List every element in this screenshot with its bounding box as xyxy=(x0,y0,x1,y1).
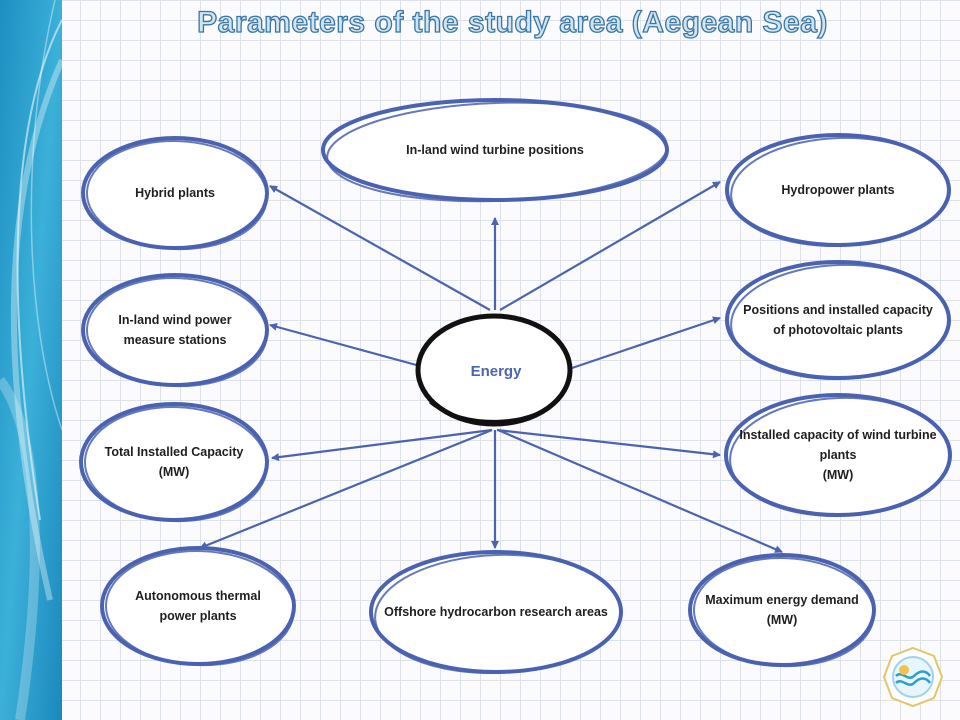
hybrid-plants-ellipse-sketch xyxy=(85,140,268,251)
autonomous-thermal-power-plants-label-line: power plants xyxy=(159,609,237,623)
arrow-to-hydropower-plants xyxy=(499,181,721,311)
hydropower-plants-label-line: Hydropower plants xyxy=(781,183,895,197)
wind-turbine-plants-capacity-ellipse-sketch xyxy=(729,396,952,518)
inland-wind-power-measure-stations-label: In-land wind power measure stations xyxy=(118,310,231,350)
maximum-energy-demand-ellipse-sketch xyxy=(692,557,875,668)
hybrid-plants-label-line: Hybrid plants xyxy=(135,186,215,200)
inland-wind-power-measure-stations-label-line: measure stations xyxy=(123,333,227,347)
autonomous-thermal-power-plants-label-line: Autonomous thermal xyxy=(135,589,261,603)
total-installed-capacity-ellipse-sketch xyxy=(83,406,268,523)
arrow-to-photovoltaic-plants xyxy=(571,316,721,370)
arrow-to-hybrid-plants xyxy=(269,185,491,311)
total-installed-capacity-label-line: (MW) xyxy=(158,465,190,479)
photovoltaic-plants-ellipse-sketch xyxy=(730,263,951,381)
wind-turbine-plants-capacity-label-line: (MW) xyxy=(822,468,854,482)
photovoltaic-plants-label-line: Positions and installed capacity xyxy=(743,303,933,317)
hydropower-plants-label: Hydropower plants xyxy=(781,180,894,200)
inland-wind-power-measure-stations-ellipse-sketch xyxy=(85,277,268,388)
arrow-to-autonomous-thermal-power-plants xyxy=(199,428,493,550)
wind-turbine-plants-capacity-label-line: Installed capacity of wind turbine xyxy=(739,428,937,442)
arrow-to-inland-wind-power-measure-stations xyxy=(269,322,421,368)
wind-turbine-plants-capacity-label-line: plants xyxy=(819,448,857,462)
energy-center-ellipse xyxy=(415,313,573,427)
offshore-hydrocarbon-research-areas-ellipse-sketch xyxy=(374,553,623,675)
maximum-energy-demand-label-line: Maximum energy demand xyxy=(705,593,859,607)
arrow-to-total-installed-capacity xyxy=(271,428,493,462)
hydropower-plants-ellipse-sketch xyxy=(730,136,951,248)
offshore-hydrocarbon-research-areas-label: Offshore hydrocarbon research areas xyxy=(384,602,608,622)
inland-wind-turbine-positions-ellipse-sketch xyxy=(326,101,668,203)
inland-wind-power-measure-stations-label-line: In-land wind power xyxy=(118,313,232,327)
sidebar-decoration xyxy=(0,0,62,720)
wind-turbine-plants-capacity-label: Installed capacity of wind turbine plants… xyxy=(739,425,936,485)
organization-logo xyxy=(882,646,944,708)
autonomous-thermal-power-plants-label: Autonomous thermal power plants xyxy=(135,586,261,626)
maximum-energy-demand-label-line: (MW) xyxy=(766,613,798,627)
photovoltaic-plants-label-line: of photovoltaic plants xyxy=(773,323,903,337)
energy-center-label: Energy xyxy=(470,363,522,380)
offshore-hydrocarbon-research-areas-label-line: Offshore hydrocarbon research areas xyxy=(384,605,608,619)
maximum-energy-demand-label: Maximum energy demand (MW) xyxy=(705,590,859,630)
total-installed-capacity-label: Total Installed Capacity (MW) xyxy=(105,442,244,482)
inland-wind-turbine-positions-label-line: In-land wind turbine positions xyxy=(406,143,584,157)
hybrid-plants-label: Hybrid plants xyxy=(135,183,215,203)
energy-center-sketch-stroke xyxy=(429,394,564,423)
arrow-to-wind-turbine-plants-capacity xyxy=(496,428,721,459)
arrow-to-maximum-energy-demand xyxy=(497,428,783,554)
autonomous-thermal-power-plants-ellipse-sketch xyxy=(104,550,295,667)
page-title: Parameters of the study area (Aegean Sea… xyxy=(196,5,828,39)
total-installed-capacity-label-line: Total Installed Capacity xyxy=(104,445,244,459)
photovoltaic-plants-label: Positions and installed capacity of photo… xyxy=(743,300,933,340)
inland-wind-turbine-positions-label: In-land wind turbine positions xyxy=(406,140,584,160)
